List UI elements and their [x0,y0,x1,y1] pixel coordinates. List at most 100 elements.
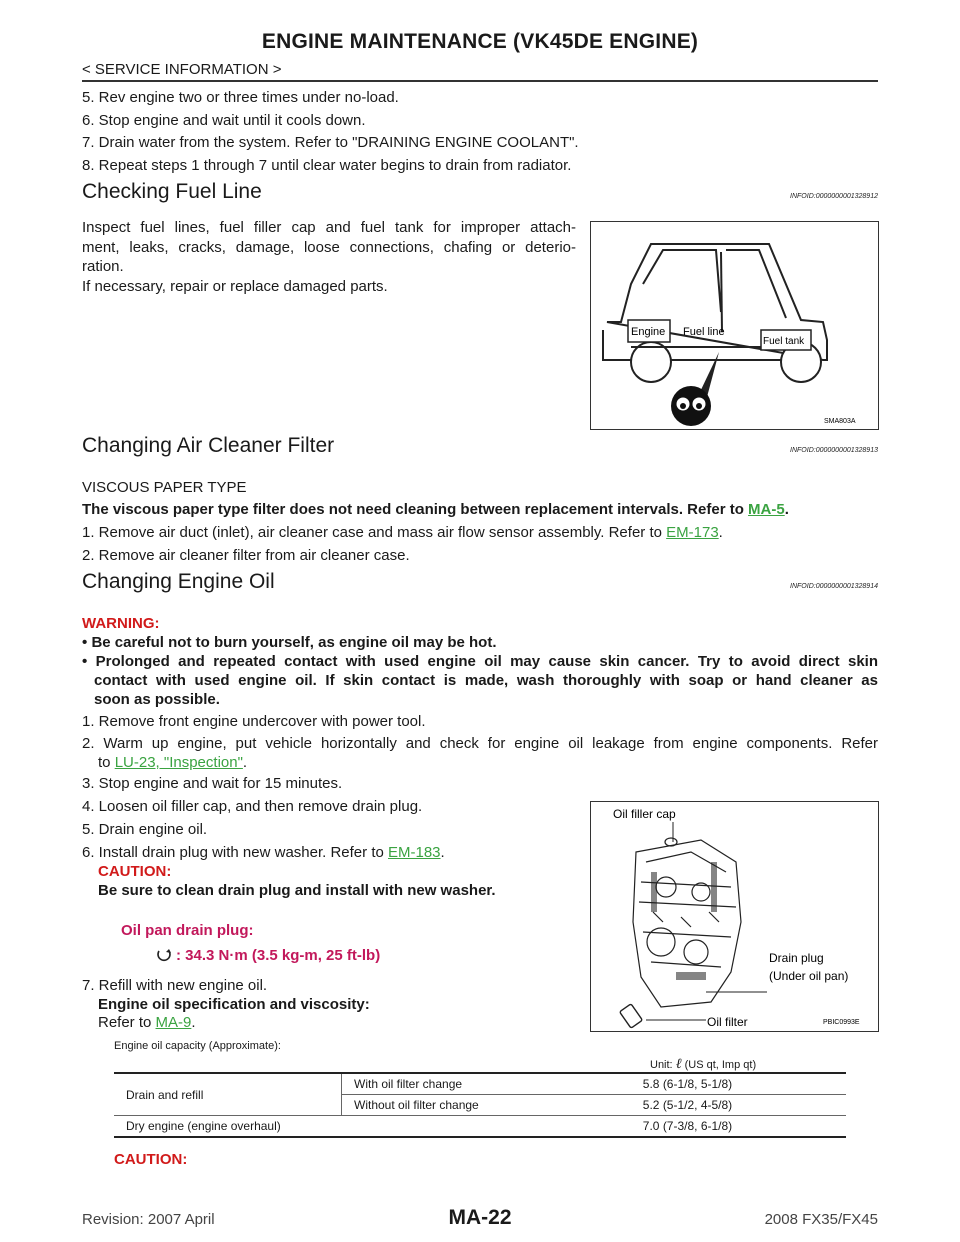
label-under-oil-pan: (Under oil pan) [769,969,848,983]
oil-step-4: 4. Loosen oil filler cap, and then remov… [82,798,423,815]
figure-code-pbic0993e: PBIC0993E [823,1019,860,1026]
infoid-air-cleaner: INFOID:0000000001328913 [790,447,878,454]
infoid-fuel-line: INFOID:0000000001328912 [790,193,878,200]
air-cleaner-step-1-text: 1. Remove air duct (inlet), air cleaner … [82,524,662,541]
section-title-engine-oil: Changing Engine Oil [82,570,275,593]
label-engine: Engine [631,326,665,338]
oil-step-7-refer: Refer to MA-9. [98,1013,196,1032]
step-7: 7. Drain water from the system. Refer to… [82,134,579,151]
table-row: Drain and refill With oil filter change … [114,1073,846,1116]
infoid-engine-oil: INFOID:0000000001328914 [790,583,878,590]
link-em-173[interactable]: EM-173 [666,524,719,541]
table-cell: Without oil filter change [341,1094,529,1116]
footer-revision: Revision: 2007 April [82,1211,215,1228]
footer-model: 2008 FX35/FX45 [764,1211,878,1228]
link-lu-23-inspection[interactable]: LU-23, "Inspection" [114,754,243,771]
table-cell: 7.0 (7-3/8, 6-1/8) [642,1119,733,1133]
table-cell: With oil filter change [341,1073,529,1095]
step-8: 8. Repeat steps 1 through 7 until clear … [82,157,572,174]
figure-code-sma803a: SMA803A [824,418,856,425]
step-5: 5. Rev engine two or three times under n… [82,89,399,106]
table-row: Without oil filter change 5.2 (5-1/2, 4-… [114,1094,846,1116]
fuel-line-body-2: If necessary, repair or replace damaged … [82,277,388,295]
section-title-air-cleaner: Changing Air Cleaner Filter [82,434,335,457]
table-row: Dry engine (engine overhaul) 7.0 (7-3/8,… [114,1116,846,1138]
drain-plug-torque: : 34.3 N·m (3.5 kg-m, 25 ft-lb) [176,947,381,964]
section-title-fuel-line: Checking Fuel Line [82,180,262,203]
table-cell: Dry engine (engine overhaul) [126,1119,281,1133]
link-em-183[interactable]: EM-183 [388,844,441,861]
engine-box [627,319,671,343]
label-oil-filter: Oil filter [707,1015,748,1029]
car-diagram: Engine Fuel line Fuel tank SMA803A [602,243,856,426]
caution-text: Be sure to clean drain plug and install … [98,882,496,899]
inspector-eyes-icon [671,352,719,426]
fuel-line-body-line-3: ration. [82,258,124,275]
oil-step-6-text: 6. Install drain plug with new washer. R… [82,844,384,861]
period: . [242,754,248,771]
air-cleaner-step-1: 1. Remove air duct (inlet), air cleaner … [82,523,723,542]
oil-filter-icon [619,1003,643,1029]
warning-bullet-2-line-3: soon as possible. [94,691,220,708]
capacity-table: Drain and refill With oil filter change … [114,1072,846,1138]
fuel-line-body-line-1: Inspect fuel lines, fuel filler cap and … [82,219,576,236]
oil-step-7-refer-text: Refer to [98,1014,152,1031]
warning-label: WARNING: [82,615,160,632]
fuel-line-body-line-2: ment, leaks, cracks, damage, loose conne… [82,238,576,256]
warning-bullet-2-text-1: Prolonged and repeated contact with used… [95,653,878,670]
bullet-icon: • [82,653,88,670]
warning-bullet-1: • Be careful not to burn yourself, as en… [82,633,878,652]
table-cell: 5.2 (5-1/2, 4-5/8) [529,1094,846,1116]
liter-icon: ℓ [675,1057,682,1072]
engine-diagram: Oil filler cap Drain plug (Under oil pan… [613,807,860,1029]
warning-bullet-2: • Prolonged and repeated contact with us… [82,652,878,709]
page-title: ENGINE MAINTENANCE (VK45DE ENGINE) [261,30,699,53]
viscous-paper-note: The viscous paper type filter does not n… [82,500,789,519]
drain-plug-label: Oil pan drain plug: [121,922,254,939]
torque-wrench-icon [156,948,172,969]
bullet-icon: • [82,634,88,651]
warning-bullet-2-line-1: • Prolonged and repeated contact with us… [82,652,878,671]
period: . [718,524,723,541]
unit-prefix: Unit: [650,1059,673,1071]
label-drain-plug: Drain plug [769,951,824,965]
caution-label: CAUTION: [98,863,172,880]
oil-step-2-to: to [98,754,111,771]
oil-step-3: 3. Stop engine and wait for 15 minutes. [82,775,343,792]
unit-note: Unit: ℓ (US qt, Imp qt) [650,1057,756,1073]
footer-page-number: MA-22 [448,1206,512,1229]
capacity-caption: Engine oil capacity (Approximate): [114,1040,281,1052]
engine-oil-figure: Oil filler cap Drain plug (Under oil pan… [590,801,879,1032]
label-fuel-tank: Fuel tank [763,336,805,347]
oil-step-1: 1. Remove front engine undercover with p… [82,713,426,730]
oil-step-2-refer: to LU-23, "Inspection". [82,753,878,772]
oil-step-7-spec: Engine oil specification and viscosity: [98,996,370,1013]
link-ma-5[interactable]: MA-5 [748,501,785,518]
oil-step-6: 6. Install drain plug with new washer. R… [82,843,445,862]
warning-bullet-1-text: Be careful not to burn yourself, as engi… [91,634,497,651]
period: . [440,844,445,861]
fuel-line-figure: Engine Fuel line Fuel tank SMA803A [590,221,879,430]
oil-step-7: 7. Refill with new engine oil. [82,977,268,994]
oil-step-2-text: 2. Warm up engine, put vehicle horizonta… [82,735,878,752]
viscous-paper-subhead: VISCOUS PAPER TYPE [82,479,247,496]
viscous-paper-note-text: The viscous paper type filter does not n… [82,501,744,518]
step-6: 6. Stop engine and wait until it cools d… [82,112,366,129]
table-cell: 5.8 (6-1/8, 5-1/8) [529,1073,846,1095]
label-oil-filler-cap: Oil filler cap [613,807,676,821]
caution-label-bottom: CAUTION: [114,1151,188,1168]
oil-step-5: 5. Drain engine oil. [82,821,208,838]
air-cleaner-step-2: 2. Remove air cleaner filter from air cl… [82,547,410,564]
label-fuel-line: Fuel line [683,326,725,338]
engine-block-icon [632,837,742,1008]
period: . [191,1014,196,1031]
header-rule [82,80,878,82]
breadcrumb: < SERVICE INFORMATION > [82,61,282,78]
link-ma-9[interactable]: MA-9 [155,1014,192,1031]
table-cell: Drain and refill [114,1073,342,1116]
oil-step-2: 2. Warm up engine, put vehicle horizonta… [82,734,878,772]
fuel-line-body: Inspect fuel lines, fuel filler cap and … [82,218,576,296]
period: . [784,501,789,518]
warning-bullet-2-line-2: contact with used engine oil. If skin co… [94,672,878,689]
fuel-tank-box [760,329,812,351]
